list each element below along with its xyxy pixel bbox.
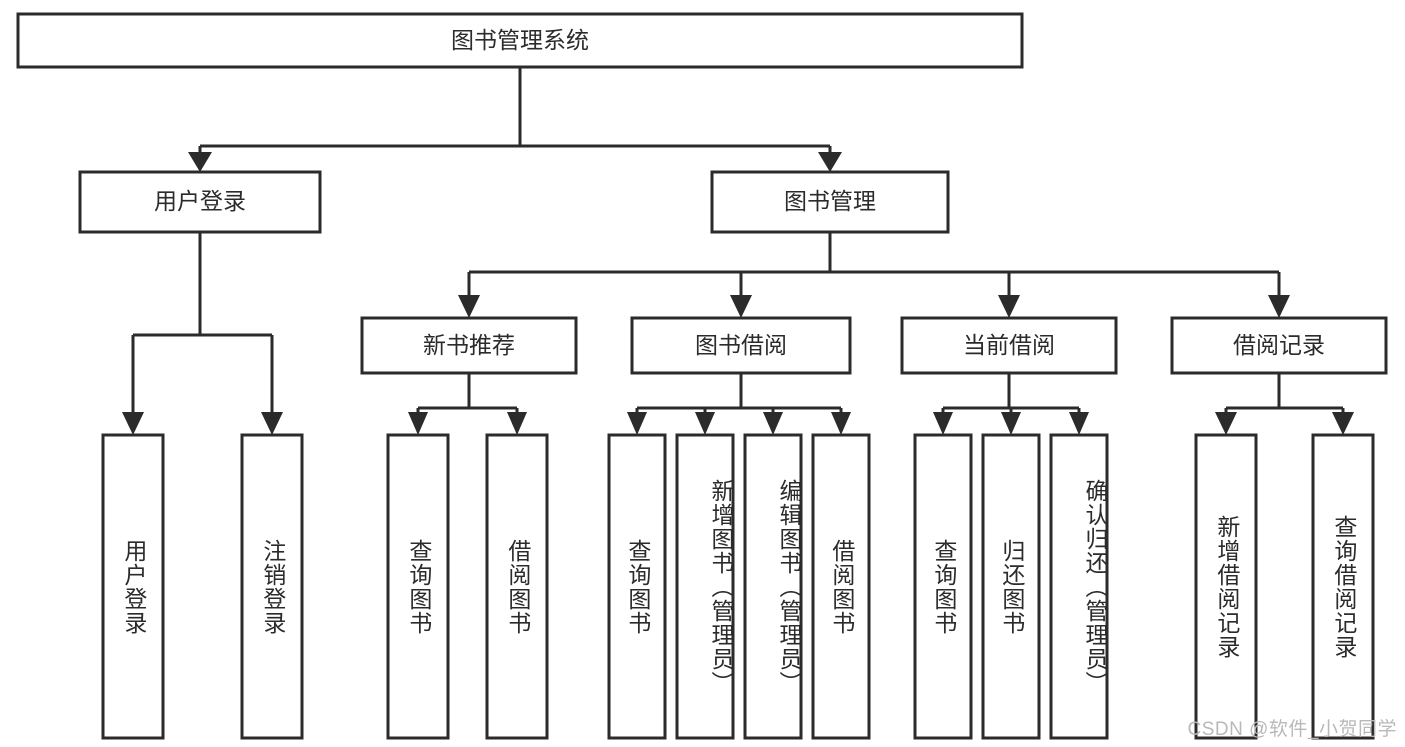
node-new-book-recommend[interactable]: 新书推荐 bbox=[360, 316, 578, 375]
node-leaf-edit-book-box[interactable] bbox=[743, 433, 803, 740]
connector-group-root bbox=[188, 67, 842, 172]
node-user-login-label: 用户登录 bbox=[154, 188, 246, 214]
node-leaf-user-login-box[interactable] bbox=[101, 433, 165, 740]
arrowhead-leaf-query-book-2 bbox=[627, 412, 647, 435]
arrowhead-user-login bbox=[188, 152, 212, 172]
node-book-borrow-label: 图书借阅 bbox=[695, 332, 787, 358]
arrowhead-leaf-return-book bbox=[1001, 412, 1021, 435]
node-leaf-user-logout-box[interactable] bbox=[240, 433, 304, 740]
arrowhead-current-borrow bbox=[998, 295, 1020, 318]
node-leaf-add-record-box[interactable] bbox=[1194, 433, 1258, 740]
node-leaf-query-book-1-box[interactable] bbox=[386, 433, 450, 740]
arrowhead-leaf-user-login bbox=[122, 412, 144, 435]
csdn-watermark: CSDN @软件_小贺同学 bbox=[1187, 719, 1397, 740]
arrowhead-leaf-edit-book bbox=[763, 412, 783, 435]
arrowhead-leaf-borrow-book-1 bbox=[507, 412, 527, 435]
node-book-management-box[interactable] bbox=[710, 170, 950, 234]
node-current-borrow-label: 当前借阅 bbox=[963, 332, 1055, 358]
node-leaf-confirm-return-box[interactable] bbox=[1049, 433, 1109, 740]
node-leaf-query-record-box[interactable] bbox=[1311, 433, 1375, 740]
node-leaf-borrow-book-2-box[interactable] bbox=[811, 433, 871, 740]
node-book-borrow[interactable]: 图书借阅 bbox=[630, 316, 852, 375]
node-borrow-record[interactable]: 借阅记录 bbox=[1170, 316, 1388, 375]
node-leaf-return-book-box[interactable] bbox=[981, 433, 1041, 740]
arrowhead-book-borrow bbox=[730, 295, 752, 318]
arrowhead-leaf-borrow-book-2 bbox=[831, 412, 851, 435]
node-user-login-box[interactable] bbox=[78, 170, 322, 234]
connector-group-new-book-recommend bbox=[408, 373, 527, 435]
connector-group-borrow-record bbox=[1215, 373, 1354, 435]
arrowhead-leaf-add-book bbox=[695, 412, 715, 435]
node-current-borrow[interactable]: 当前借阅 bbox=[900, 316, 1118, 375]
node-leaf-borrow-book-1-box[interactable] bbox=[485, 433, 549, 740]
node-borrow-record-label: 借阅记录 bbox=[1233, 332, 1325, 358]
node-root[interactable]: 图书管理系统 bbox=[16, 12, 1024, 69]
arrowhead-leaf-confirm-return bbox=[1069, 412, 1089, 435]
connector-group-book-borrow bbox=[627, 373, 851, 435]
arrowhead-new-book-recommend bbox=[458, 295, 480, 318]
arrowhead-borrow-record bbox=[1268, 295, 1290, 318]
node-borrow-record-box[interactable] bbox=[1170, 316, 1388, 375]
node-leaf-query-book-3-box[interactable] bbox=[913, 433, 973, 740]
arrowhead-leaf-query-book-1 bbox=[408, 412, 428, 435]
connector-group-book-management bbox=[458, 232, 1290, 318]
node-book-management-label: 图书管理 bbox=[784, 188, 876, 214]
arrowhead-leaf-query-record bbox=[1332, 412, 1354, 435]
node-leaf-add-book-box[interactable] bbox=[675, 433, 735, 740]
node-new-book-recommend-label: 新书推荐 bbox=[423, 332, 515, 358]
node-leaf-query-book-2-box[interactable] bbox=[607, 433, 667, 740]
arrowhead-leaf-query-book-3 bbox=[933, 412, 953, 435]
node-book-borrow-box[interactable] bbox=[630, 316, 852, 375]
arrowhead-leaf-user-logout bbox=[261, 412, 283, 435]
connector-group-current-borrow bbox=[933, 373, 1089, 435]
node-root-box[interactable] bbox=[16, 12, 1024, 69]
node-new-book-recommend-box[interactable] bbox=[360, 316, 578, 375]
arrowhead-leaf-add-record bbox=[1215, 412, 1237, 435]
node-current-borrow-box[interactable] bbox=[900, 316, 1118, 375]
arrowhead-book-management bbox=[818, 152, 842, 172]
node-root-label: 图书管理系统 bbox=[451, 27, 589, 53]
node-book-management[interactable]: 图书管理 bbox=[710, 170, 950, 234]
connector-group-user-login bbox=[122, 232, 283, 435]
node-user-login[interactable]: 用户登录 bbox=[78, 170, 322, 234]
